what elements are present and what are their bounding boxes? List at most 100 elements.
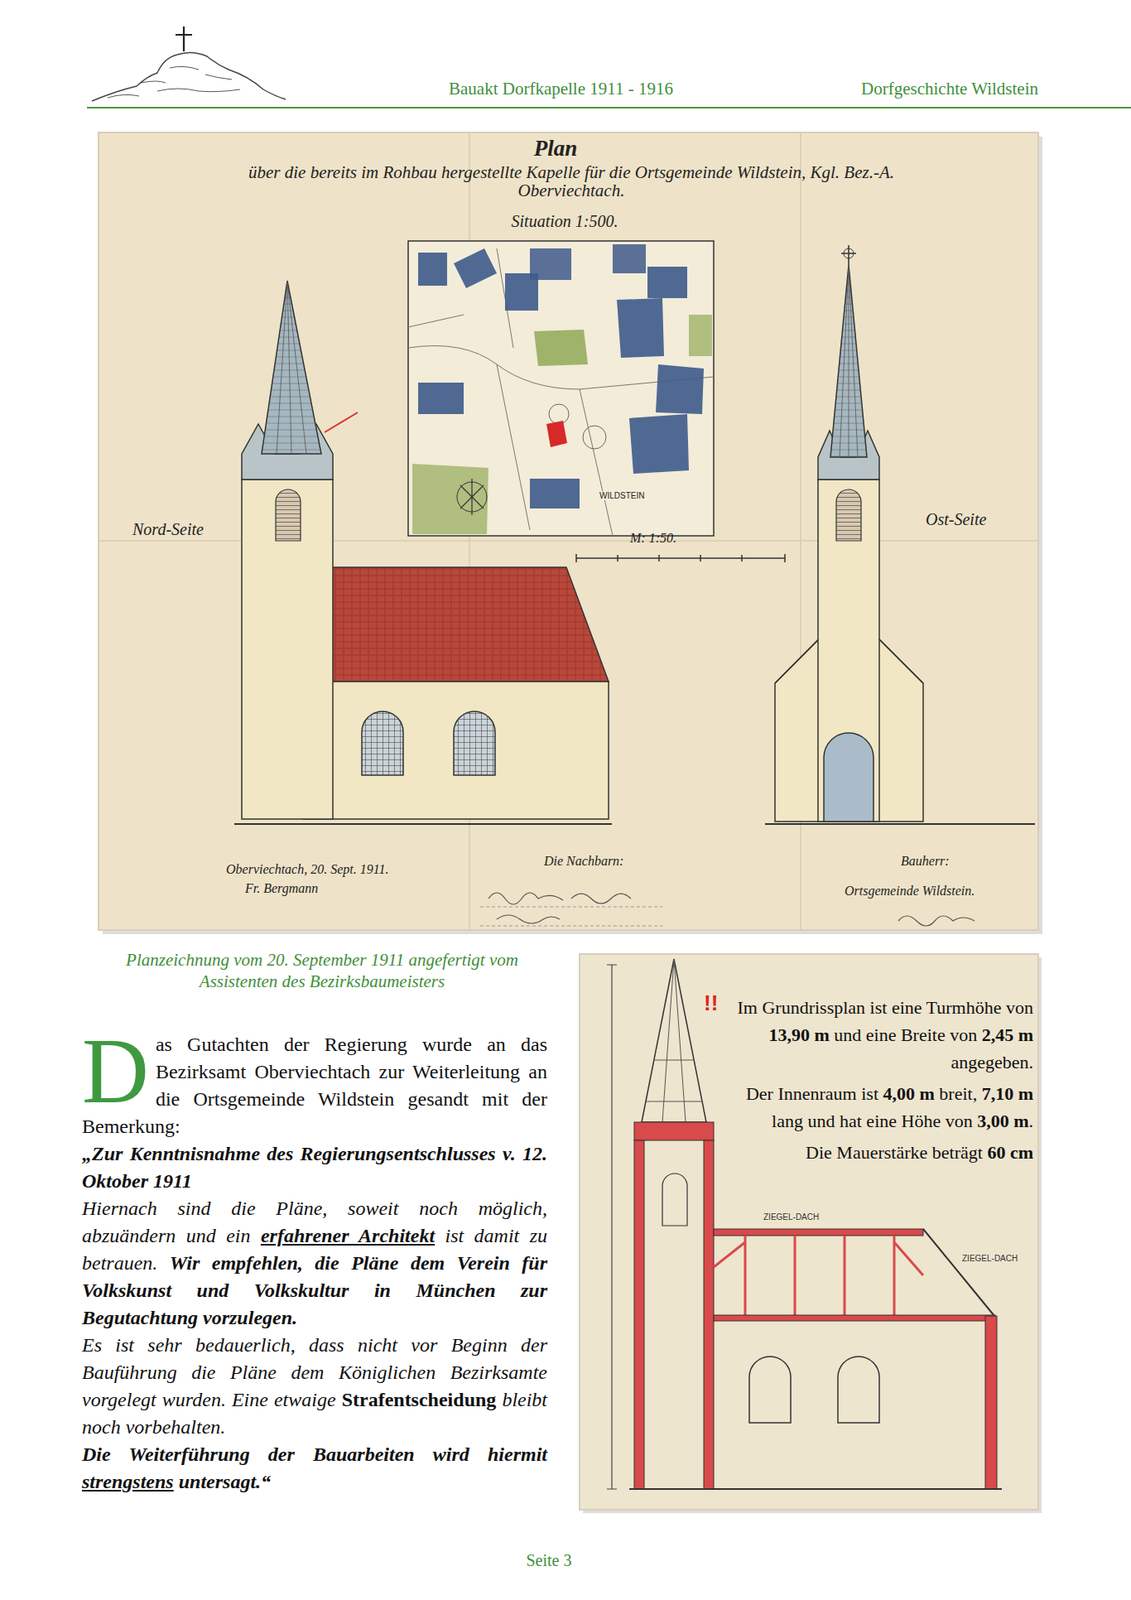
- note-text: 3,00 m: [976, 1110, 1029, 1131]
- north-elevation-part: [261, 280, 322, 454]
- body-text-paragraph: Die Weiterführung der Bauarbeiten wird h…: [81, 1440, 548, 1496]
- section-drawing-part: [713, 1228, 924, 1236]
- note-text: 7,10 m: [981, 1082, 1034, 1104]
- east-elevation: [765, 245, 1035, 824]
- note-text: 13,90 m: [768, 1024, 829, 1045]
- note-text: 2,45 m: [981, 1024, 1034, 1045]
- section-drawing-part: [641, 958, 707, 1122]
- section-drawing-part: [985, 1315, 997, 1489]
- north-elevation-part: [234, 822, 612, 825]
- east-elevation-part: [843, 248, 854, 259]
- site-map-part: [629, 413, 689, 474]
- body-text-paragraph: „Zur Kenntnisnahme des Regierungsentschl…: [81, 1140, 548, 1195]
- header-logo-part: [175, 26, 193, 52]
- section-drawing-part: [662, 1173, 688, 1226]
- plan-photo: [98, 132, 1043, 934]
- signatures-part: [898, 915, 975, 926]
- section-drawing-part: [923, 1228, 995, 1316]
- section-drawing-part: [645, 958, 703, 1122]
- site-map-part: [655, 364, 704, 414]
- north-elevation-part: [275, 489, 301, 541]
- note-text: Der Innenraum ist: [745, 1082, 879, 1104]
- section-drawing: [606, 958, 1002, 1489]
- note-text: 4,00 m: [883, 1082, 935, 1104]
- note-text: angegeben.: [950, 1051, 1034, 1073]
- site-map-part: [529, 478, 580, 509]
- east-elevation-part: [841, 245, 857, 265]
- map-place-name: WILDSTEIN: [597, 490, 646, 501]
- dimension-note: Im Grundrissplan ist eine Turmhöhe von 1…: [728, 993, 1034, 1170]
- author-name: Fr. Bergmann: [245, 880, 318, 896]
- note-text-paragraph: Im Grundrissplan ist eine Turmhöhe von 1…: [728, 993, 1034, 1076]
- site-map-part: [418, 382, 464, 414]
- east-elevation-part: [836, 489, 862, 541]
- body-text: „Zur Kenntnisnahme des Regierungsentschl…: [81, 1142, 548, 1192]
- north-elevation-part: [241, 479, 333, 819]
- note-text: Die Mauerstärke beträgt: [805, 1141, 983, 1163]
- signature-heading: Bauherr:: [900, 853, 950, 869]
- site-map-part: [534, 329, 588, 366]
- header-rule: [86, 106, 1131, 109]
- plan-title: über die bereits im Rohbau hergestellte …: [235, 163, 907, 200]
- note-text: und eine Breite von: [833, 1024, 977, 1045]
- note-text: lang und hat eine Höhe von: [771, 1110, 973, 1131]
- figure-caption: Planzeichnung vom 20. September 1911 ang…: [98, 948, 546, 992]
- east-elevation-part: [774, 639, 924, 684]
- section-drawing-part: [629, 1487, 1002, 1490]
- roof-label: ZIEGEL-DACH: [761, 1212, 821, 1222]
- roof-label: ZIEGEL-DACH: [960, 1253, 1020, 1263]
- header-logo-part: [91, 52, 286, 102]
- place-date: Oberviechtach, 20. Sept. 1911.: [226, 861, 390, 877]
- red-mark: !!: [703, 990, 718, 1016]
- note-text-paragraph: Der Innenraum ist 4,00 m breit, 7,10 m l…: [728, 1079, 1034, 1135]
- section-drawing-part: [606, 964, 617, 1489]
- section-drawing-part: [634, 1140, 645, 1489]
- page-number: Seite 3: [526, 1550, 573, 1570]
- site-map-part: [548, 404, 569, 424]
- body-text-column: Das Gutachten der Regierung wurde an das…: [81, 1030, 548, 1496]
- plan-heading: Plan: [534, 135, 578, 162]
- site-map-part: [616, 298, 665, 358]
- header-logo-part: [107, 66, 241, 98]
- site-map-part: [418, 252, 448, 286]
- body-text: erfahrener Architekt: [260, 1224, 435, 1247]
- body-text: Die Weiterführung der Bauarbeiten wird h…: [81, 1443, 548, 1465]
- section-drawing-part: [837, 1356, 880, 1423]
- note-text-paragraph: Die Mauerstärke beträgt 60 cm: [728, 1138, 1034, 1166]
- site-map-part: [408, 240, 714, 536]
- site-map-part: [460, 478, 484, 515]
- body-text: untersagt.“: [178, 1470, 271, 1492]
- section-photo: [579, 953, 1042, 1513]
- body-text: Strafentscheidung: [341, 1388, 497, 1411]
- section-drawing-part: [634, 1121, 714, 1141]
- site-map-part: [408, 248, 714, 536]
- north-elevation-part: [453, 711, 496, 775]
- elevation-label: Ost-Seite: [925, 510, 987, 530]
- signatures-part: [488, 892, 631, 924]
- east-elevation-part: [823, 732, 874, 822]
- site-map-part: [612, 244, 646, 274]
- body-text-paragraph: Das Gutachten der Regierung wurde an das…: [81, 1030, 548, 1141]
- site-map-part: [688, 314, 713, 357]
- east-elevation-part: [818, 479, 880, 822]
- scale-bar: [576, 553, 785, 563]
- section-drawing-part: [713, 1235, 924, 1317]
- note-text: .: [1029, 1110, 1035, 1131]
- north-elevation-part: [276, 280, 307, 454]
- note-text: Im Grundrissplan ist eine Turmhöhe von: [737, 996, 1035, 1018]
- body-text-paragraph: Es ist sehr bedauerlich, dass nicht vor …: [81, 1331, 548, 1441]
- signatures-part: [480, 906, 663, 926]
- signature-heading: Die Nachbarn:: [543, 853, 624, 869]
- section-drawing-part: [703, 1140, 714, 1489]
- north-elevation-part: [303, 567, 609, 682]
- note-text: breit,: [938, 1082, 977, 1104]
- elevation-label: Nord-Seite: [132, 519, 204, 540]
- header-logo: [91, 26, 286, 102]
- body-text-paragraph: Hiernach sind die Pläne, soweit noch mög…: [81, 1194, 548, 1332]
- north-elevation-part: [303, 681, 609, 819]
- east-elevation-part: [830, 264, 867, 458]
- header-title: Bauakt Dorfkapelle 1911 - 1916: [448, 78, 674, 100]
- site-map-part: [546, 420, 568, 448]
